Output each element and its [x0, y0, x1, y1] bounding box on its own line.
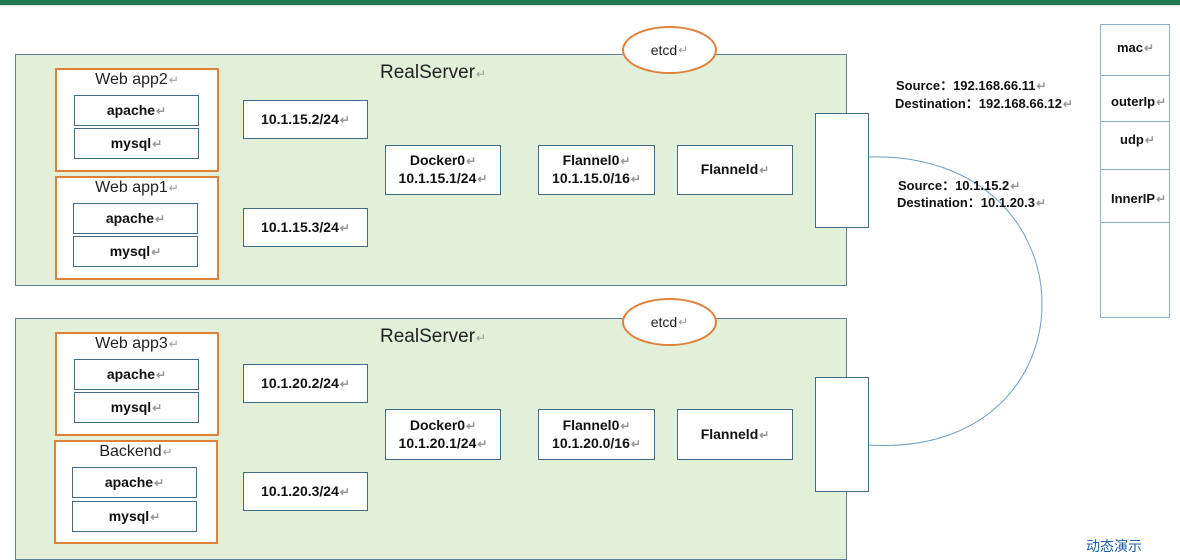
- packet-divider: [1101, 222, 1169, 223]
- service-mysql: mysql↵: [73, 236, 198, 267]
- container-ip-box: 10.1.20.2/24↵: [243, 364, 368, 403]
- outer-destination-label: Destination：192.168.66.12↵: [895, 96, 1073, 111]
- tunnel-arc: [867, 156, 1043, 446]
- real-server-1-title: RealServer↵: [380, 62, 487, 83]
- flanneld-daemon: Flanneld↵: [677, 409, 793, 460]
- docker0-bridge: Docker0↵ 10.1.15.1/24↵: [385, 145, 501, 195]
- service-apache: apache↵: [72, 467, 197, 498]
- packet-divider: [1101, 75, 1169, 76]
- container-ip-box: 10.1.20.3/24↵: [243, 472, 368, 511]
- flannel0-interface: Flannel0↵ 10.1.20.0/16↵: [538, 409, 655, 460]
- service-apache: apache↵: [74, 95, 199, 126]
- packet-field-mac: mac↵: [1117, 40, 1155, 55]
- packet-structure: mac↵ outerIp↵ udp↵ InnerIP↵: [1100, 24, 1170, 318]
- packet-field-outerip: outerIp↵: [1111, 94, 1167, 109]
- service-mysql: mysql↵: [74, 128, 199, 159]
- container-ip-box: 10.1.15.2/24↵: [243, 100, 368, 139]
- packet-divider: [1101, 121, 1169, 122]
- flanneld-daemon: Flanneld↵: [677, 145, 793, 195]
- docker0-bridge: Docker0↵ 10.1.20.1/24↵: [385, 409, 501, 460]
- service-apache: apache↵: [73, 203, 198, 234]
- app-title: Web app3: [95, 335, 168, 352]
- physical-nic: [815, 377, 869, 492]
- dynamic-demo-link[interactable]: 动态演示: [1086, 538, 1142, 554]
- flannel0-interface: Flannel0↵ 10.1.15.0/16↵: [538, 145, 655, 195]
- app-title: Web app1: [95, 179, 168, 196]
- service-mysql: mysql↵: [72, 501, 197, 532]
- inner-source-label: Source：10.1.15.2↵: [898, 178, 1021, 193]
- physical-nic: [815, 113, 869, 228]
- top-accent-bar: [0, 0, 1180, 5]
- app-title: Backend: [99, 443, 162, 460]
- packet-field-innerip: InnerIP↵: [1111, 191, 1167, 206]
- inner-destination-label: Destination：10.1.20.3↵: [897, 195, 1047, 210]
- outer-source-label: Source：192.168.66.11↵: [896, 78, 1047, 93]
- service-apache: apache↵: [74, 359, 199, 390]
- container-ip-box: 10.1.15.3/24↵: [243, 208, 368, 247]
- etcd-store: etcd↵: [622, 26, 717, 74]
- service-mysql: mysql↵: [74, 392, 199, 423]
- packet-divider: [1101, 169, 1169, 170]
- packet-field-udp: udp↵: [1120, 132, 1155, 147]
- etcd-store: etcd↵: [622, 298, 717, 346]
- top-accent-line: [0, 5, 1180, 6]
- real-server-2-title: RealServer↵: [380, 326, 487, 347]
- app-title: Web app2: [95, 71, 168, 88]
